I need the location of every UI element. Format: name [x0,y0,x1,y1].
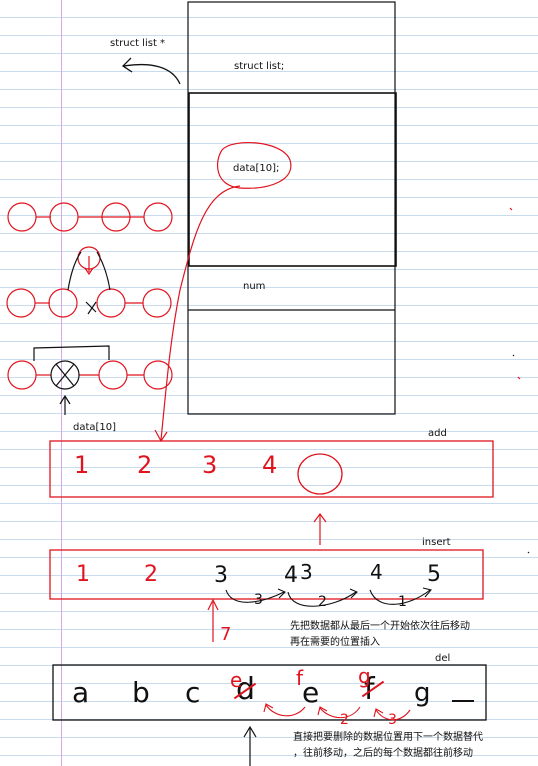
del-label: del [435,653,451,664]
insert-step: 1 [398,594,407,610]
insert-note-line2: 再在需要的位置插入 [290,637,380,648]
insert-array-box [49,549,484,600]
linked-list-1 [7,202,173,232]
num-field-label: num [243,281,266,292]
del-shift-arrows [263,703,411,721]
del-note: 直接把要删除的数据位置用下一个数据替代 ，往前移动，之后的每个数据都往前移动 [293,730,483,762]
add-item: 4 [262,451,278,479]
add-new-slot [297,453,343,495]
insert-links [67,251,111,315]
del-array-box [52,664,487,721]
del-step: 2 [340,712,349,728]
struct-outer-box [187,1,396,415]
insert-note: 先把数据都从最后一个开始依次往后移动 再在需要的位置插入 [290,619,470,651]
insert-overwrite: 4 [370,560,383,584]
data-field-label: data[10]; [233,163,280,174]
insert-overwrite: 3 [300,560,313,584]
del-note-line2: ，往前移动，之后的每个数据都往前移动 [293,748,473,759]
linked-list-3 [7,360,173,390]
pointer-arrowhead [121,57,133,73]
insert-label: insert [422,537,451,548]
add-insert-arrowhead [313,513,327,523]
insert-note-line1: 先把数据都从最后一个开始依次往后移动 [290,621,470,632]
del-overwrite: e [230,668,243,692]
del-overwrite: g [358,664,371,688]
insert-item: 5 [427,562,441,587]
add-item: 2 [137,451,153,479]
del-step: 3 [388,712,397,728]
struct-pointer-label: struct list * [110,38,166,49]
insert-new-arrow [207,598,219,642]
add-label: add [428,428,447,439]
data-field-link [160,185,241,441]
insert-item: 1 [76,562,90,587]
insert-item: 2 [144,562,158,587]
add-item: 3 [202,451,218,479]
del-item: e [302,676,320,709]
insert-item: 3 [214,563,228,588]
add-array-box [49,440,494,498]
del-item: g [414,678,431,708]
data-field-circle [216,141,292,189]
struct-list-label: struct list; [234,61,285,72]
insert-shift-arrows [225,587,432,607]
del-item: a [72,676,90,709]
data-array-label: data[10] [73,422,117,433]
insert-step: 2 [318,594,327,610]
insert-new-value: 7 [220,624,232,645]
delete-node [33,345,110,415]
add-item: 1 [74,451,90,479]
linked-list-2 [6,246,172,318]
del-target-arrow [243,725,257,766]
del-overwrite: f [296,666,304,690]
data-field-box [188,92,397,267]
insert-step: 3 [254,592,263,608]
del-item: c [185,676,201,709]
del-trailing-dash [452,700,474,702]
del-item: b [132,676,150,709]
pointer-arrow [123,63,181,85]
margin-marks [509,207,530,554]
insert-item: 4 [284,563,298,588]
del-note-line1: 直接把要删除的数据位置用下一个数据替代 [293,732,483,743]
